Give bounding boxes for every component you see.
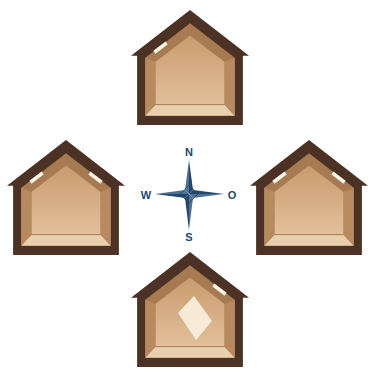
roof-window bbox=[212, 284, 226, 296]
house-east bbox=[250, 140, 368, 255]
house-north bbox=[131, 10, 249, 125]
compass-letter: O bbox=[228, 190, 237, 201]
compass-rose bbox=[155, 160, 224, 230]
roof-window bbox=[88, 172, 102, 184]
sunlight-patch bbox=[178, 296, 212, 340]
house-west bbox=[7, 140, 125, 255]
compass-letter: S bbox=[185, 232, 192, 243]
compass-letter: W bbox=[141, 190, 151, 201]
roof-window bbox=[331, 172, 345, 184]
roof-window bbox=[272, 172, 286, 184]
house-south bbox=[131, 252, 249, 367]
roof-window bbox=[29, 172, 43, 184]
roof-window bbox=[153, 42, 167, 54]
compass-letter: N bbox=[185, 147, 193, 158]
